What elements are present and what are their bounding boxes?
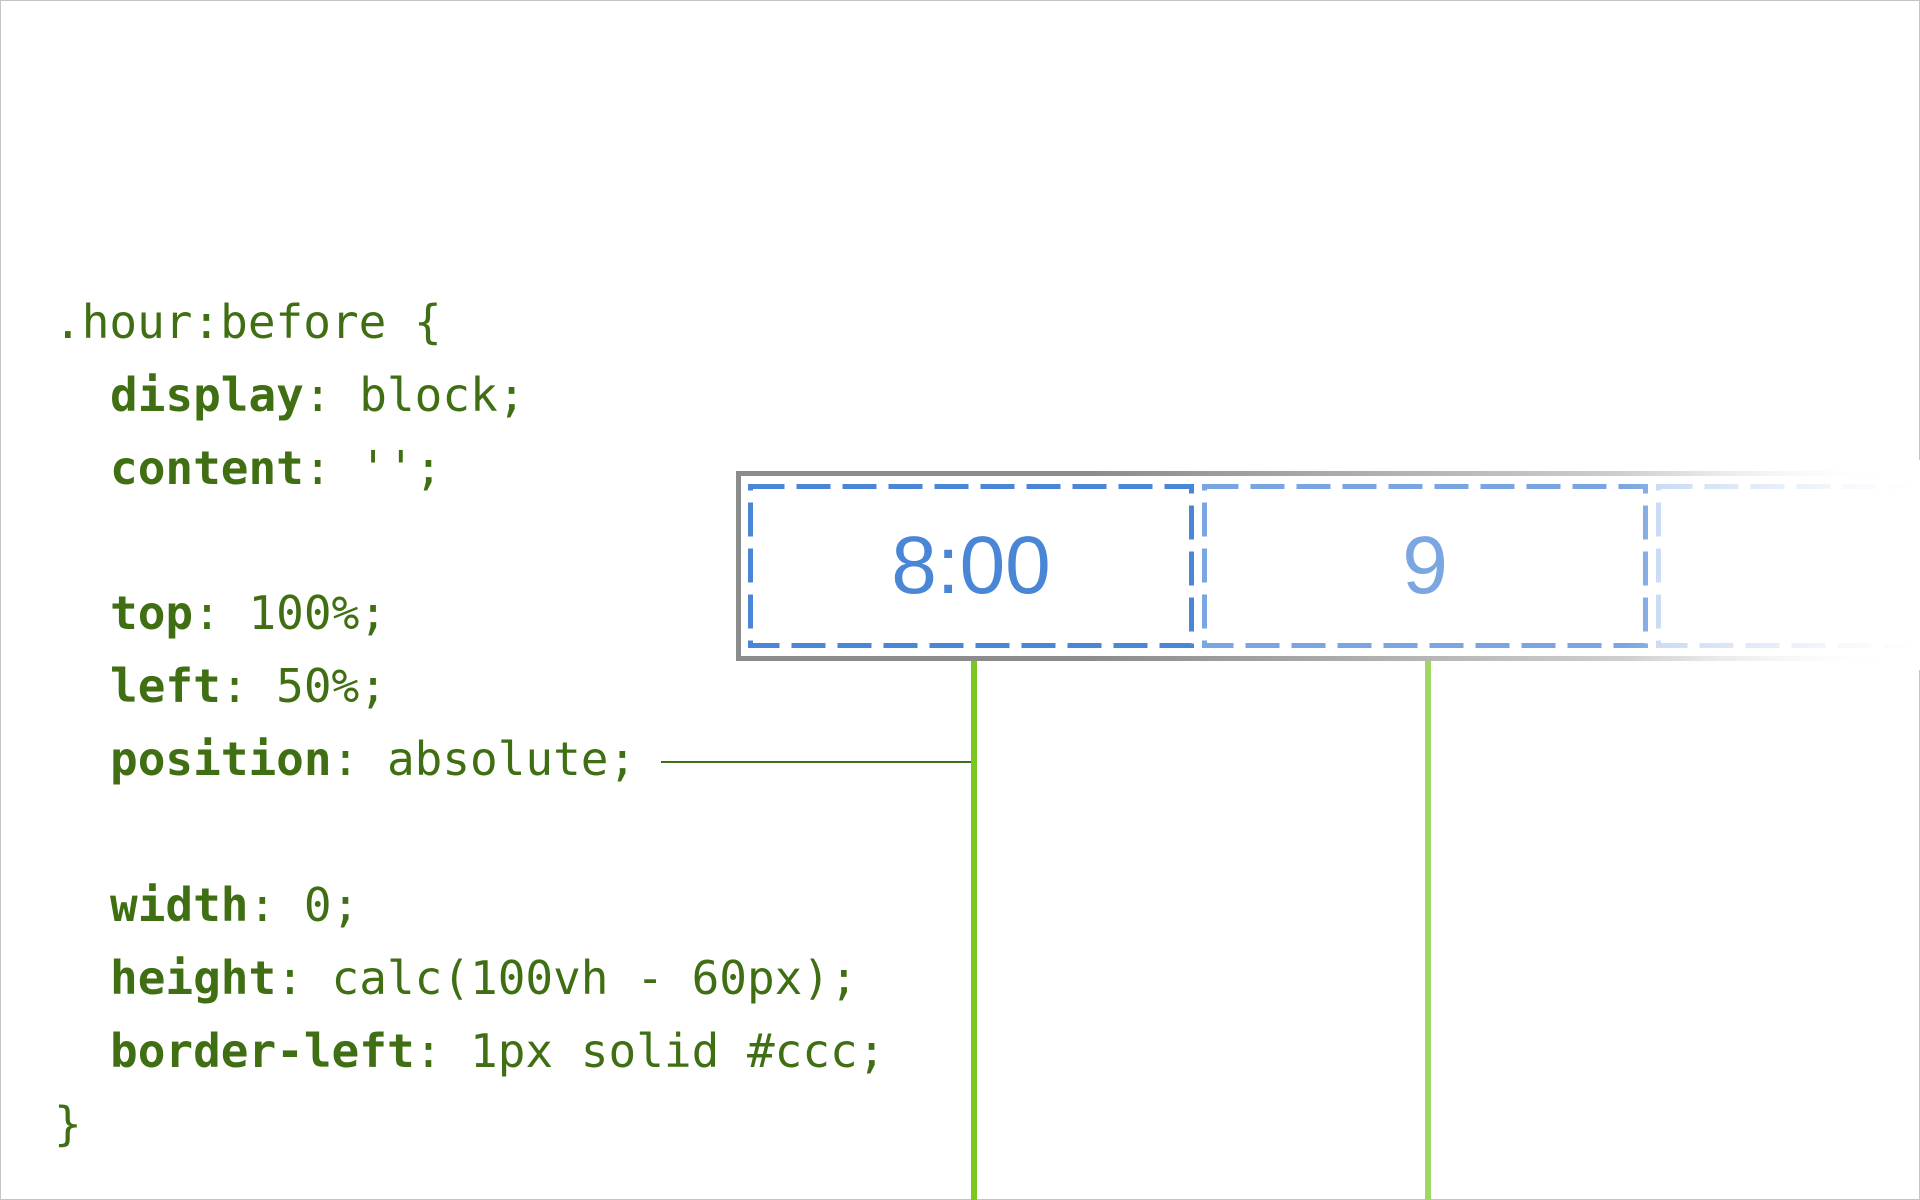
connector-line bbox=[661, 761, 973, 763]
hour-cell: 9 bbox=[1202, 484, 1648, 648]
code-line-border-left: border-left: 1px solid #ccc; bbox=[110, 1023, 885, 1079]
hour-label: 8:00 bbox=[891, 520, 1051, 611]
hour-label: 9 bbox=[1402, 520, 1448, 611]
css-code-block: .hour:before { display: block; content: … bbox=[54, 0, 885, 1151]
code-value: : 100%; bbox=[193, 586, 387, 640]
hour-cell-border bbox=[748, 484, 1194, 648]
code-line-content: content: ''; bbox=[110, 440, 442, 496]
code-value: : 1px solid #ccc; bbox=[414, 1024, 886, 1078]
code-selector-line: .hour:before { bbox=[54, 295, 442, 349]
code-value: : absolute; bbox=[331, 732, 637, 786]
code-property: left bbox=[110, 659, 221, 713]
code-value: : block; bbox=[303, 368, 526, 422]
hour-divider-line bbox=[1425, 658, 1431, 1200]
code-line-height: height: calc(100vh - 60px); bbox=[110, 950, 858, 1006]
code-closing-brace: } bbox=[54, 1097, 82, 1151]
code-value: : 0; bbox=[248, 878, 360, 932]
fade-overlay bbox=[1620, 460, 1920, 670]
code-property: display bbox=[110, 368, 304, 422]
code-property: border-left bbox=[110, 1024, 415, 1078]
hour-cell: 8:00 bbox=[748, 484, 1194, 648]
code-line-position: position: absolute; bbox=[110, 731, 636, 787]
code-property: width bbox=[110, 878, 249, 932]
hour-divider-line bbox=[971, 658, 977, 1200]
code-property: height bbox=[110, 951, 277, 1005]
code-property: top bbox=[110, 586, 194, 640]
code-line-display: display: block; bbox=[110, 367, 525, 423]
code-value: : 50%; bbox=[220, 659, 387, 713]
code-line-width: width: 0; bbox=[110, 877, 359, 933]
code-line-top: top: 100%; bbox=[110, 585, 387, 641]
code-property: content bbox=[110, 441, 304, 495]
code-value: : ''; bbox=[303, 441, 443, 495]
code-property: position bbox=[110, 732, 332, 786]
code-value: : calc(100vh - 60px); bbox=[276, 951, 858, 1005]
code-line-left: left: 50%; bbox=[110, 658, 387, 714]
